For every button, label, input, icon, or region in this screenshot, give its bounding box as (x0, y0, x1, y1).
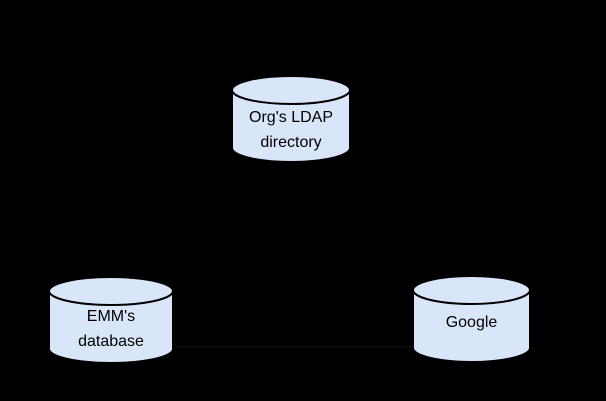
google-cylinder-top (412, 275, 531, 305)
google-database-cylinder (412, 275, 531, 363)
emm-cylinder-top (48, 276, 174, 306)
ldap-database-cylinder (231, 75, 351, 163)
emm-database-cylinder (48, 276, 174, 364)
google-cylinder-body (412, 290, 531, 363)
ldap-cylinder-body (231, 90, 351, 163)
ldap-cylinder-top (231, 75, 351, 105)
emm-cylinder-body (48, 291, 174, 364)
